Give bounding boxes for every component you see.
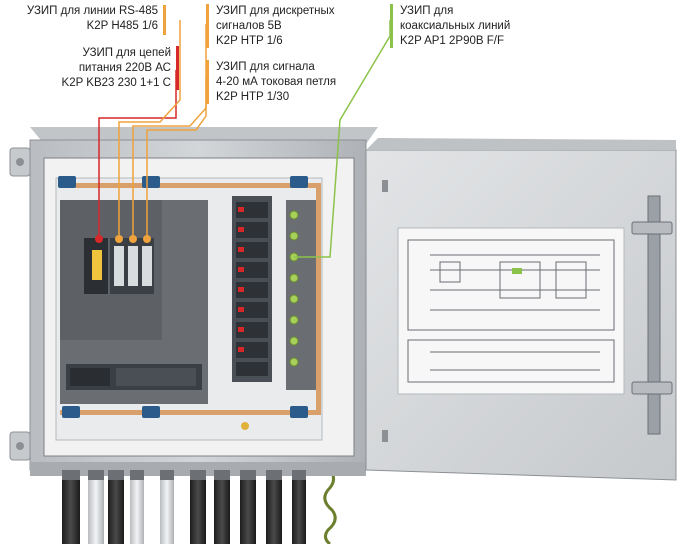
copper-busbar: [60, 183, 321, 415]
din-devices-lower: [66, 364, 202, 390]
label-discrete: УЗИП для дискретных сигналов 5В K2P HTP …: [216, 5, 335, 47]
label-rs485: УЗИП для линии RS-485 K2P H485 1/6: [26, 5, 158, 32]
cables: [62, 469, 337, 544]
spd-column: [232, 196, 299, 382]
label-bars: [163, 4, 393, 104]
spd-power-block: [84, 238, 154, 294]
label-power: УЗИП для цепей питания 220В АС K2P KB23 …: [61, 47, 171, 89]
label-current-loop: УЗИП для сигнала 4-20 мА токовая петля K…: [216, 61, 337, 103]
mounting-plate: [55, 177, 323, 441]
cabinet-door: [365, 138, 677, 481]
label-coax: УЗИП для коаксиальных линий K2P AP1 2P90…: [400, 5, 511, 47]
